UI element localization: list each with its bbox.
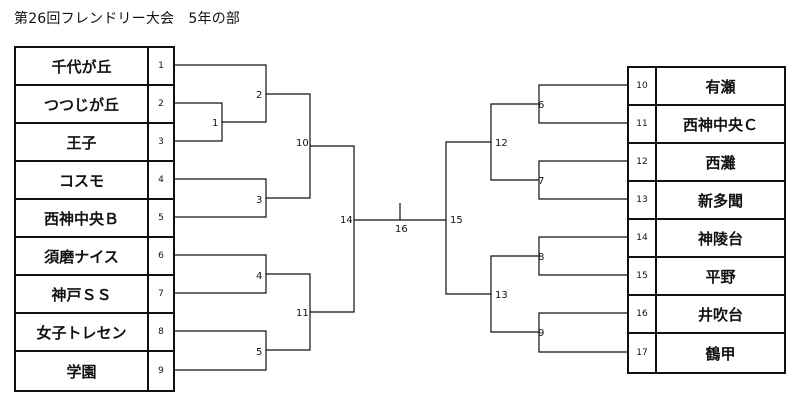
team-seed: 7 xyxy=(158,289,164,299)
team-seed: 11 xyxy=(636,119,648,129)
team-name: つつじが丘 xyxy=(43,95,119,114)
match-number: 14 xyxy=(340,215,353,226)
team-name: 神陵台 xyxy=(697,229,743,248)
team-name: 王子 xyxy=(66,133,97,152)
team-name: 新多聞 xyxy=(697,191,743,210)
team-name: 学園 xyxy=(66,362,97,381)
match-number: 10 xyxy=(296,138,309,149)
team-seed: 10 xyxy=(636,81,648,91)
team-seed: 9 xyxy=(158,366,164,376)
team-name: 千代が丘 xyxy=(51,57,112,76)
team-seed: 17 xyxy=(636,348,648,358)
team-seed: 16 xyxy=(636,309,648,319)
match-number: 6 xyxy=(538,100,544,111)
team-seed: 12 xyxy=(636,157,648,167)
team-name: 西神中央Ｂ xyxy=(43,209,119,228)
match-number: 11 xyxy=(296,308,309,319)
match-number: 12 xyxy=(495,138,508,149)
team-seed: 1 xyxy=(158,61,164,71)
team-name: 女子トレセン xyxy=(36,323,127,342)
match-number: 16 xyxy=(395,224,408,235)
team-seed: 2 xyxy=(158,99,164,109)
team-seed: 5 xyxy=(158,213,164,223)
team-name: 井吹台 xyxy=(697,305,743,324)
team-seed: 8 xyxy=(158,327,164,337)
team-seed: 13 xyxy=(636,195,648,205)
match-number: 3 xyxy=(256,195,262,206)
team-name: 西神中央Ｃ xyxy=(682,115,758,134)
team-name: 平野 xyxy=(705,267,736,286)
left-team-box: 学園 9 xyxy=(14,350,175,392)
team-seed: 6 xyxy=(158,251,164,261)
team-seed: 4 xyxy=(158,175,164,185)
right-team-box: 17 鶴甲 xyxy=(627,332,786,374)
match-number: 15 xyxy=(450,215,463,226)
team-name: コスモ xyxy=(58,171,104,190)
match-number: 9 xyxy=(538,328,544,339)
team-seed: 15 xyxy=(636,271,648,281)
match-number: 4 xyxy=(256,271,262,282)
team-name: 須磨ナイス xyxy=(44,247,119,266)
team-name: 神戸ＳＳ xyxy=(51,285,112,304)
match-number: 5 xyxy=(256,347,262,358)
page-title: 第26回フレンドリー大会 5年の部 xyxy=(14,11,241,27)
match-number: 8 xyxy=(538,252,544,263)
team-name: 鶴甲 xyxy=(705,344,736,363)
match-number: 1 xyxy=(212,118,218,129)
team-seed: 3 xyxy=(158,137,164,147)
match-number: 13 xyxy=(495,290,508,301)
match-number: 7 xyxy=(538,176,544,187)
match-number: 2 xyxy=(256,90,262,101)
team-name: 西灘 xyxy=(705,153,736,172)
team-name: 有瀬 xyxy=(705,77,736,96)
team-seed: 14 xyxy=(636,233,648,243)
